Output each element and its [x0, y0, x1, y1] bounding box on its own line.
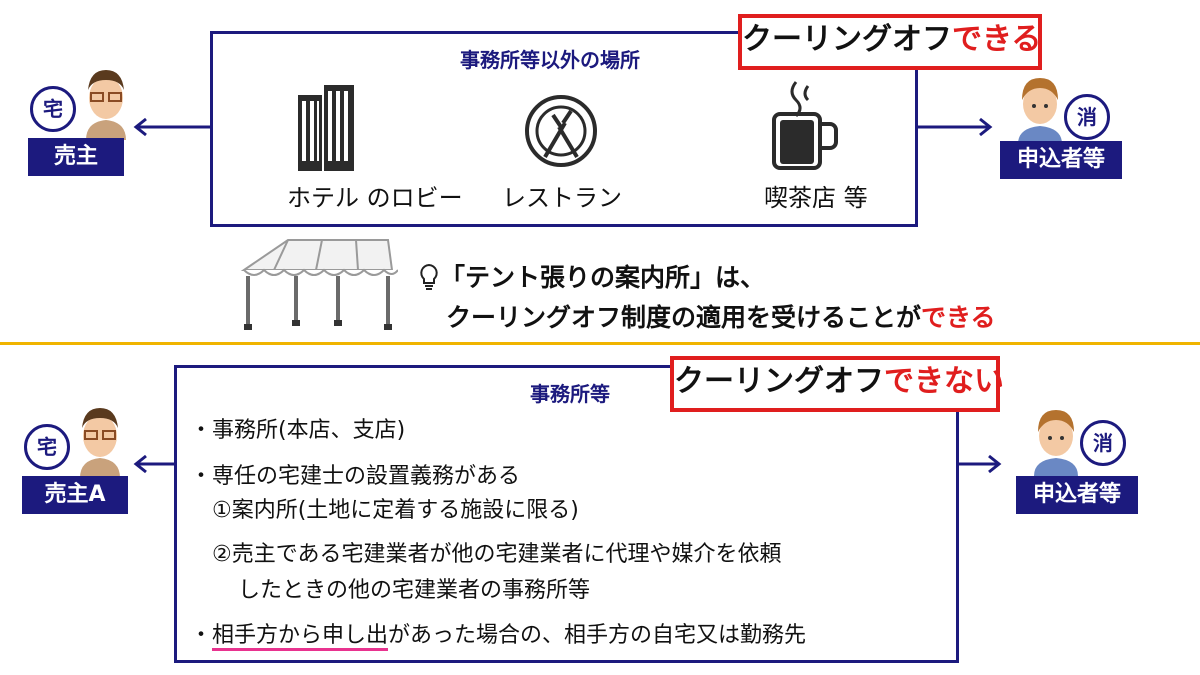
- office-subitem: ①案内所(土地に定着する施設に限る): [212, 498, 579, 523]
- arrow-right-icon: [959, 454, 1002, 474]
- office-subitem: したときの他の宅建業者の事務所等: [238, 578, 591, 603]
- arrow-left-icon: [133, 117, 212, 137]
- badge-text: クーリングオフ: [742, 22, 952, 57]
- seller-avatar-icon: [80, 408, 120, 478]
- tip-line-2: クーリングオフ制度の適用を受けることができる: [446, 298, 996, 334]
- office-item: ・専任の宅建士の設置義務がある: [190, 464, 521, 489]
- coffee-mug-icon: [772, 81, 838, 170]
- badge-text: クーリングオフ: [674, 364, 884, 399]
- badge-red-text: できない: [884, 364, 1004, 399]
- place-label: ホテル のロビー: [287, 184, 463, 212]
- top-cooling-off-badge: クーリングオフできる: [738, 14, 1042, 70]
- bottom-frame-title: 事務所等: [530, 382, 610, 406]
- section-divider: [0, 342, 1200, 345]
- arrow-left-icon: [133, 454, 176, 474]
- place-label: 喫茶店 等: [764, 184, 868, 212]
- building-icon: [298, 85, 354, 171]
- seller-label: 売主: [28, 138, 124, 176]
- bottom-cooling-off-badge: クーリングオフできない: [670, 356, 1004, 412]
- tip-line-1: 「テント張りの案内所」は、: [440, 263, 766, 292]
- underlined-text: 相手方から申し出: [212, 623, 389, 651]
- office-subitem: ②売主である宅建業者が他の宅建業者に代理や媒介を依頼: [212, 542, 782, 567]
- buyer-avatar-icon: [1018, 78, 1062, 144]
- office-item: ・事務所(本店、支店): [190, 418, 406, 443]
- lightbulb-icon: [420, 263, 438, 290]
- seller-avatar-icon: [86, 70, 126, 140]
- tip-line-2-text: クーリングオフ制度の適用を受けることが: [446, 303, 922, 332]
- buyer-avatar-icon: [1034, 410, 1078, 476]
- restaurant-plate-icon: [525, 95, 597, 167]
- bottom-frame: [174, 365, 959, 663]
- bullet: ・: [190, 623, 213, 648]
- buyer-badge: 消: [1080, 420, 1126, 466]
- top-frame-title: 事務所等以外の場所: [460, 48, 640, 72]
- buyer-label: 申込者等: [1000, 141, 1122, 179]
- seller-badge: 宅: [30, 86, 76, 132]
- place-label: レストラン: [502, 184, 622, 212]
- seller-label: 売主A: [22, 476, 128, 514]
- tent-icon: [240, 239, 398, 330]
- badge-red-text: できる: [952, 22, 1042, 57]
- arrow-right-icon: [918, 117, 993, 137]
- item-text: があった場合の、相手方の自宅又は勤務先: [388, 623, 807, 648]
- seller-badge: 宅: [24, 424, 70, 470]
- office-item: ・相手方から申し出があった場合の、相手方の自宅又は勤務先: [190, 617, 807, 651]
- tip-line-2-red: できる: [921, 303, 996, 332]
- buyer-badge: 消: [1064, 94, 1110, 140]
- buyer-label: 申込者等: [1016, 476, 1138, 514]
